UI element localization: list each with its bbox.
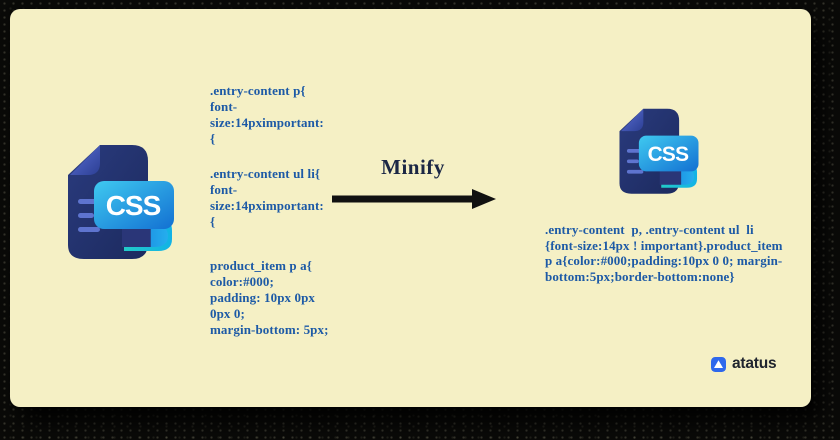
- atatus-logo: atatus: [711, 355, 777, 373]
- code-line: .entry-content p{: [210, 83, 306, 98]
- code-line: size:14pximportant:: [210, 115, 324, 130]
- minified-code-block: .entry-content p, .entry-content ul li {…: [545, 222, 785, 284]
- code-line: {font-size:14px ! important}.product_ite…: [545, 237, 783, 253]
- code-line: font-: [210, 99, 238, 114]
- minify-title: Minify: [381, 155, 445, 179]
- code-line: margin-bottom: 5px;: [210, 322, 329, 337]
- code-line: .entry-content ul li{: [210, 166, 321, 181]
- code-line: color:#000;: [210, 274, 274, 289]
- code-line: bottom:5px;border-bottom:none}: [545, 268, 735, 284]
- source-rule-1: .entry-content p{ font- size:14pximporta…: [210, 83, 380, 147]
- atatus-logo-icon: [711, 356, 726, 372]
- css-file-icon-large: [66, 143, 176, 259]
- infographic-card: .entry-content p{ font- size:14pximporta…: [10, 9, 811, 407]
- code-line: {: [210, 131, 216, 146]
- atatus-logo-text: atatus: [732, 355, 777, 372]
- code-line: 0px 0;: [210, 306, 245, 321]
- code-line: padding: 10px 0px: [210, 290, 316, 305]
- css-file-icon-small: [618, 107, 700, 194]
- code-line: product_item p a{: [210, 258, 312, 273]
- right-arrow-icon: [332, 189, 496, 209]
- code-line: {: [210, 214, 216, 229]
- code-line: .entry-content p, .entry-content ul li: [545, 222, 754, 237]
- source-rule-3: product_item p a{ color:#000; padding: 1…: [210, 258, 380, 338]
- code-line: size:14pximportant:: [210, 198, 324, 213]
- code-line: font-: [210, 182, 238, 197]
- code-line: p a{color:#000;padding:10px 0 0; margin-: [545, 253, 783, 268]
- source-code-block: .entry-content p{ font- size:14pximporta…: [210, 83, 380, 338]
- source-rule-2: .entry-content ul li{ font- size:14pximp…: [210, 166, 380, 230]
